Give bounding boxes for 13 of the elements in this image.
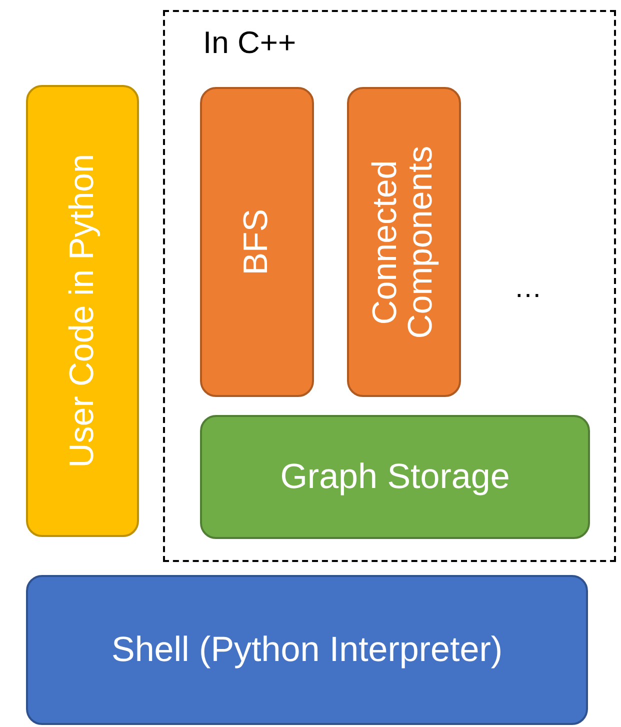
- box-label: Connected Components: [368, 144, 440, 340]
- vertical-box: [26, 85, 139, 537]
- vertical-box: [347, 87, 461, 397]
- ellipsis-text: …: [514, 271, 542, 305]
- shell-box: [26, 575, 588, 725]
- dashed-group-box: [163, 10, 616, 562]
- vertical-box: [200, 87, 314, 397]
- box-label: BFS: [239, 208, 275, 276]
- box-label: Graph Storage: [280, 458, 510, 496]
- storage-box: [200, 415, 590, 539]
- box-label: User Code in Python: [64, 154, 100, 468]
- group-heading: In C++: [203, 24, 296, 62]
- box-label: Shell (Python Interpreter): [111, 632, 502, 668]
